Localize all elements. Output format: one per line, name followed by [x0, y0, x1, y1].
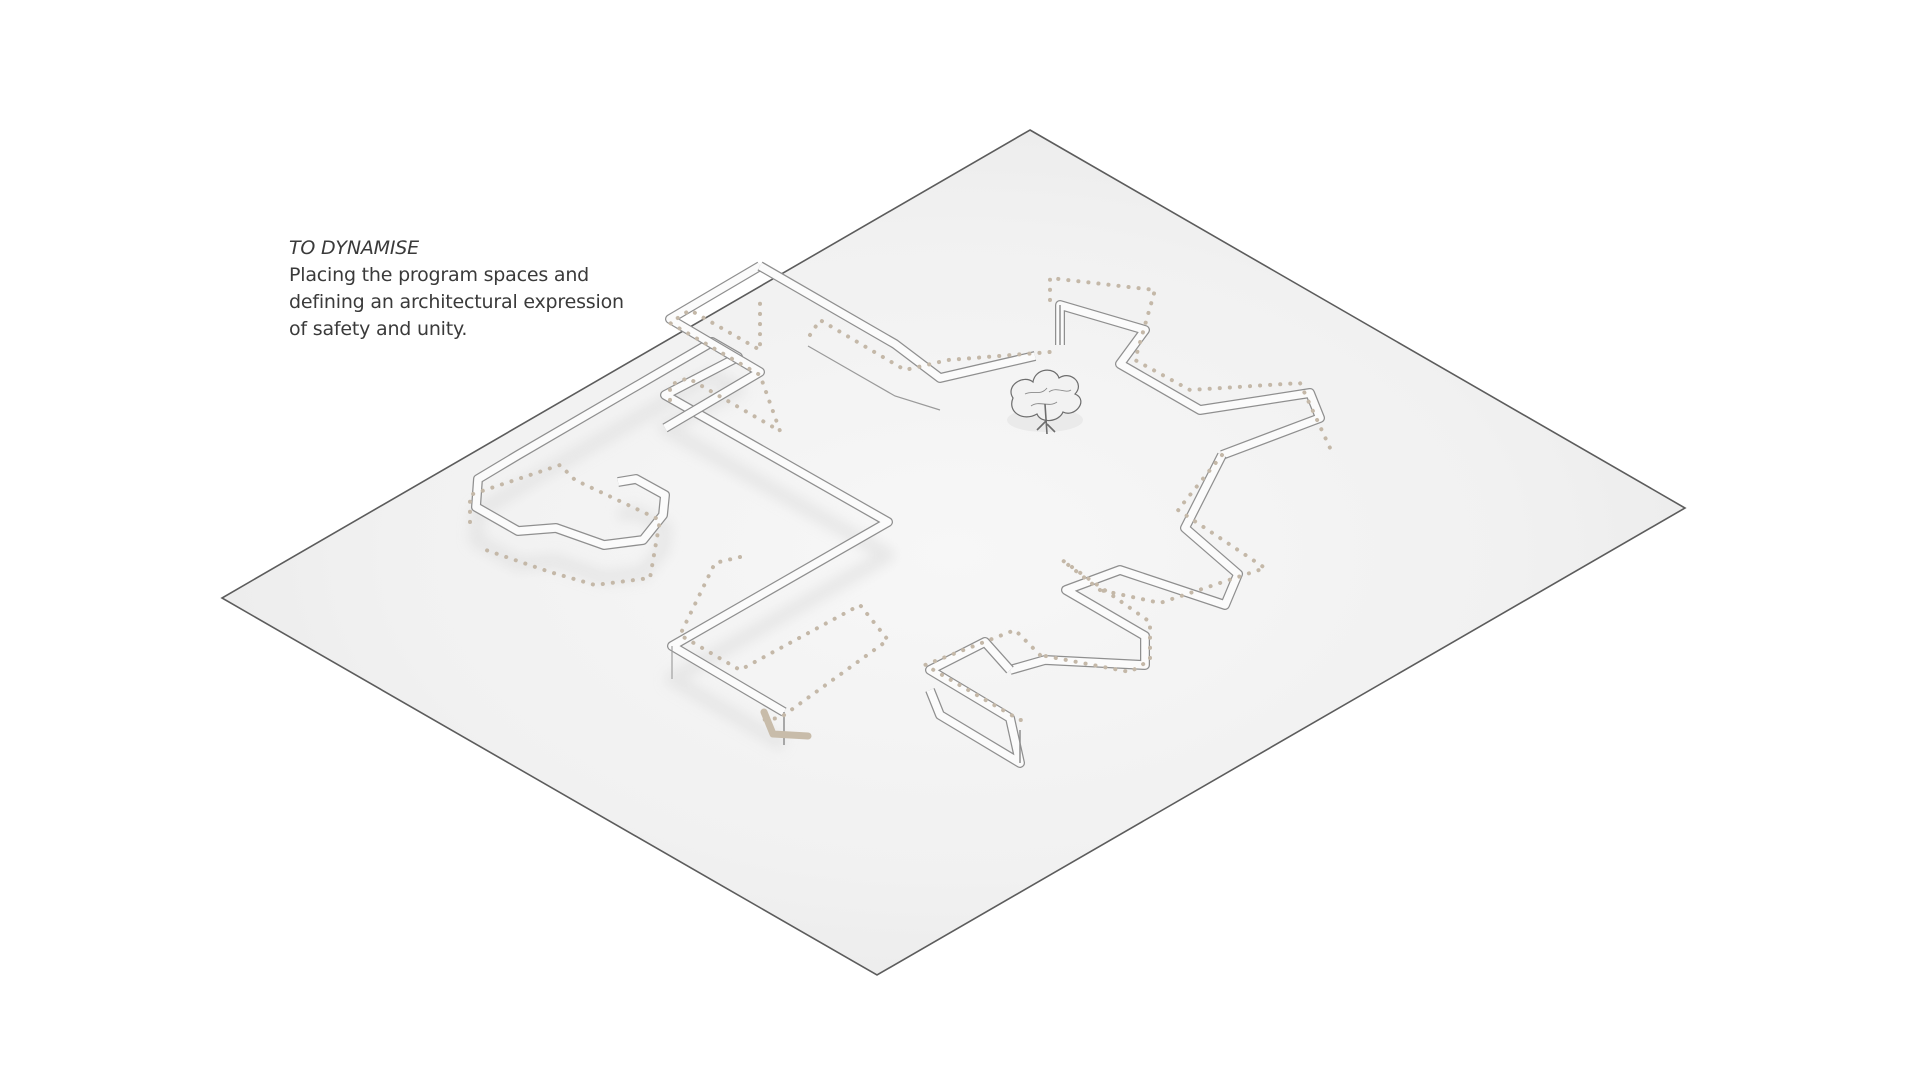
tree-icon	[1007, 369, 1083, 435]
circulation-paths	[468, 275, 1332, 722]
site-plane	[220, 129, 1687, 976]
caption-line-1: Placing the program spaces and	[289, 264, 590, 286]
path-southeast	[1038, 558, 1152, 675]
wall-segment-southeast	[925, 637, 1025, 768]
program-walls	[469, 261, 1325, 768]
wall-segment-north	[757, 261, 1037, 411]
wall-segment-northwest	[662, 261, 765, 433]
path-northeast	[1048, 275, 1332, 450]
path-north	[808, 317, 1052, 373]
entrance-marker-icon	[760, 708, 812, 740]
wall-segment-west	[469, 337, 895, 752]
diagram-caption: TO DYNAMISE Placing the program spaces a…	[289, 235, 709, 343]
caption-line-2: defining an architectural expression	[289, 291, 624, 313]
path-southwest	[677, 555, 891, 722]
path-south	[920, 627, 1042, 722]
path-northwest	[666, 298, 784, 436]
wall-segment-northeast	[1055, 300, 1325, 460]
caption-line-3: of safety and unity.	[289, 318, 468, 340]
wall-segment-east	[1008, 452, 1243, 675]
caption-title: TO DYNAMISE	[289, 237, 419, 259]
